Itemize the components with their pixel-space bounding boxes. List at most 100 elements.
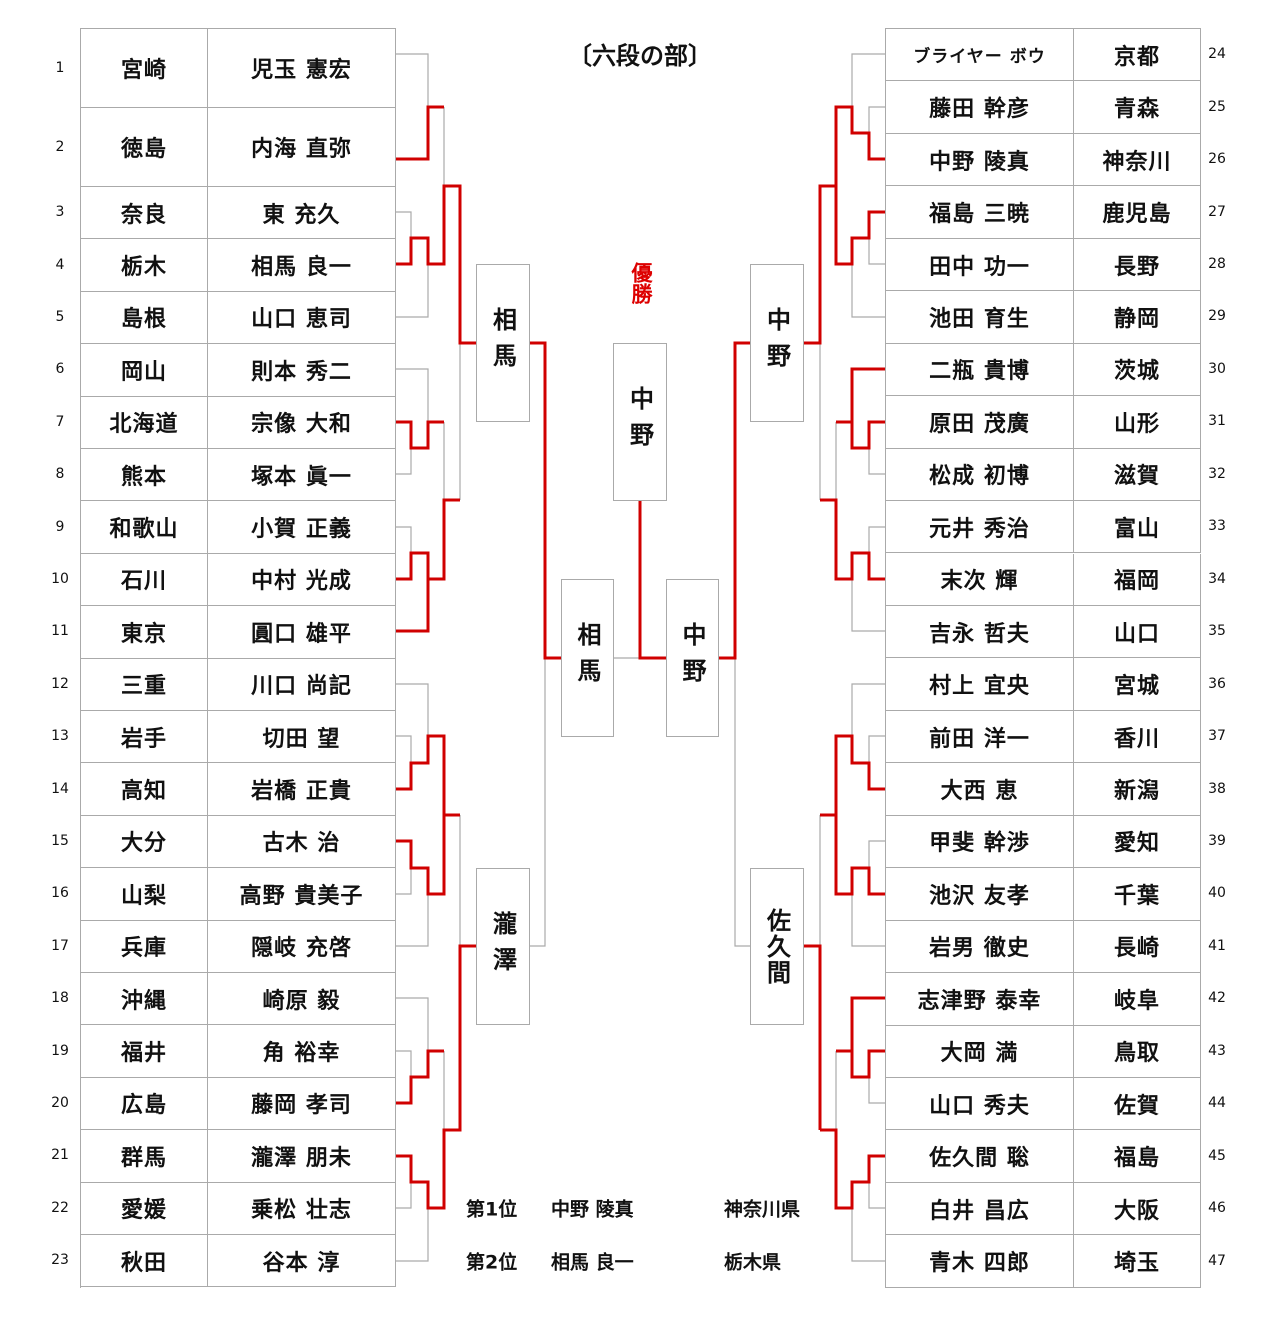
entrant-prefecture: 広島 [81,1077,208,1131]
entrant-number: 29 [1208,308,1226,325]
result-name: 中野 陵真 [551,1198,634,1221]
entrant-name: 川口 尚記 [208,658,396,711]
result-name: 相馬 良一 [551,1251,634,1274]
entrant-prefecture: 岩手 [81,711,208,764]
entrant-name: 白井 昌広 [886,1182,1074,1236]
entrant-prefecture: 千葉 [1074,868,1201,921]
bracket-line [851,264,885,318]
entrant-name: 藤岡 孝司 [208,1077,396,1131]
bracket-line [395,448,412,475]
entrant-name: 甲斐 幹渉 [886,815,1074,869]
entrant-prefecture: 徳島 [81,108,208,187]
entrant-prefecture: 三重 [81,658,208,711]
entrant-prefecture: 鳥取 [1074,1025,1201,1078]
left-entrants-table: 宮崎児玉 憲宏徳島内海 直弥奈良東 充久栃木相馬 良一島根山口 恵司岡山則本 秀… [80,28,396,1288]
entrant-prefecture: 大阪 [1074,1182,1201,1236]
bracket-line [820,422,837,501]
winner-path [395,551,430,581]
entrant-number: 17 [51,937,69,954]
entrant-prefecture: 青森 [1074,81,1201,134]
entrant-name: 二瓶 貴博 [886,343,1074,397]
entrant-number: 39 [1208,832,1226,849]
entrant-number: 47 [1208,1252,1226,1269]
entrant-prefecture: 福井 [81,1025,208,1078]
winner-path [529,341,561,660]
entrant-name: 切田 望 [208,711,396,764]
entrant-name: 中村 光成 [208,553,396,607]
entrant-prefecture: 佐賀 [1074,1078,1201,1131]
entrant-number: 3 [55,204,65,221]
entrant-prefecture: 岐阜 [1074,973,1201,1026]
entrant-name: 圓口 雄平 [208,606,396,659]
entrant-number: 42 [1208,990,1226,1007]
result-pref: 栃木県 [724,1251,782,1274]
result-rank: 第1位 [466,1198,518,1221]
entrant-number: 12 [51,675,69,692]
entrant-name: 相馬 良一 [208,239,396,292]
entrant-name: 児玉 憲宏 [208,29,396,108]
entrant-name: 東 充久 [208,187,396,240]
bracket-line [395,1050,412,1077]
bracket-line [868,106,885,133]
entrant-name: 角 裕幸 [208,1025,396,1078]
entrant-number: 10 [51,571,69,587]
entrant-prefecture: 和歌山 [81,501,208,554]
entrant-number: 5 [55,309,65,325]
right-top-winner-box: 中野 [750,264,804,422]
entrant-name: 内海 直弥 [208,108,396,187]
bracket-line [395,53,429,107]
entrant-prefecture: 富山 [1074,501,1201,554]
winner-path [395,1049,444,1105]
entrant-name: 塚本 眞一 [208,449,396,502]
entrant-prefecture: 茨城 [1074,343,1201,397]
bracket-line [395,264,429,318]
right-bottom-winner: 佐久間 [762,907,791,986]
entrant-number: 6 [55,361,65,378]
bracket-line [395,894,429,947]
winner-path [803,105,885,345]
entrant-name: 山口 恵司 [208,291,396,345]
entrant-number: 37 [1208,728,1226,745]
entrant-prefecture: 香川 [1074,710,1201,764]
entrant-name: 福島 三暁 [886,186,1074,239]
entrant-number: 2 [55,138,65,155]
entrant-number: 32 [1208,465,1226,482]
entrant-prefecture: 鹿児島 [1074,186,1201,239]
bracket-line [395,1182,412,1209]
entrant-prefecture: 京都 [1074,29,1201,82]
left-bottom-winner: 瀧澤 [488,910,517,983]
entrant-prefecture: 長崎 [1074,920,1201,974]
entrant-number: 27 [1208,203,1226,220]
entrant-name: 谷本 淳 [208,1235,396,1288]
right-entrants-table: ブライヤー ボウ京都藤田 幹彦青森中野 陵真神奈川福島 三暁鹿児島田中 功一長野… [885,28,1201,1288]
entrant-name: ブライヤー ボウ [886,29,1074,82]
winner-path [395,105,444,161]
entrant-number: 7 [55,413,65,430]
entrant-prefecture: 群馬 [81,1130,208,1183]
entrant-name: 佐久間 聡 [886,1130,1074,1183]
entrant-name: 中野 陵真 [886,133,1074,187]
entrant-name: 高野 貴美子 [208,868,396,921]
entrant-number: 1 [55,59,65,76]
entrant-prefecture: 岡山 [81,344,208,397]
entrant-prefecture: 福岡 [1074,553,1201,606]
entrant-number: 19 [51,1042,69,1059]
right-top-winner: 中野 [762,307,791,379]
winner-path [850,1049,885,1079]
entrant-number: 9 [55,518,65,535]
entrant-name: 隠岐 充啓 [208,920,396,973]
entrant-name: 山口 秀夫 [886,1078,1074,1131]
entrant-name: 小賀 正義 [208,501,396,554]
left-top-winner: 相馬 [488,307,517,379]
bracket-line [395,211,412,238]
entrant-prefecture: 長野 [1074,238,1201,292]
entrant-name: 田中 功一 [886,238,1074,292]
entrant-number: 30 [1208,360,1226,377]
bracket-line [395,526,412,553]
left-top-winner-box: 相馬 [476,264,530,422]
entrant-prefecture: 山形 [1074,396,1201,449]
bracket-line [851,683,885,736]
bracket-line [395,1208,429,1262]
entrant-number: 13 [51,728,69,745]
